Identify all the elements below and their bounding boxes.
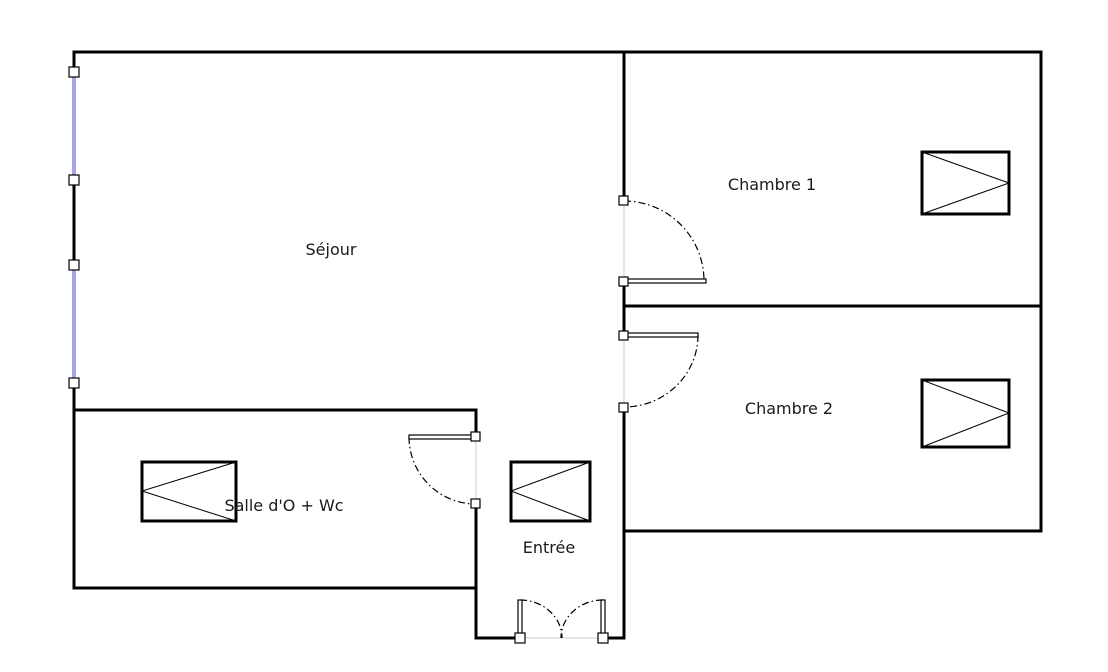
room-label-salle-eau: Salle d'O + Wc: [224, 496, 343, 515]
door-entree-double: [514, 599, 609, 644]
window-node: [68, 174, 80, 186]
closets: [140, 150, 1011, 523]
closet-salle-eau: [140, 460, 238, 523]
window-node: [68, 259, 80, 271]
closet-chambre1: [920, 150, 1011, 216]
room-label-sejour: Séjour: [306, 240, 357, 259]
door-chambre1: [618, 195, 707, 287]
window-node: [68, 377, 80, 389]
closet-entree: [509, 460, 592, 523]
room-labels: Séjour Chambre 1 Chambre 2 Salle d'O + W…: [224, 175, 833, 557]
door-salle-eau: [408, 431, 481, 509]
windows: [68, 66, 80, 389]
room-label-chambre1: Chambre 1: [728, 175, 816, 194]
window-node: [68, 66, 80, 78]
room-label-entree: Entrée: [523, 538, 575, 557]
walls: [72, 50, 1043, 640]
door-chambre2: [618, 330, 699, 413]
room-label-chambre2: Chambre 2: [745, 399, 833, 418]
doors: [408, 195, 707, 644]
closet-chambre2: [920, 378, 1011, 449]
